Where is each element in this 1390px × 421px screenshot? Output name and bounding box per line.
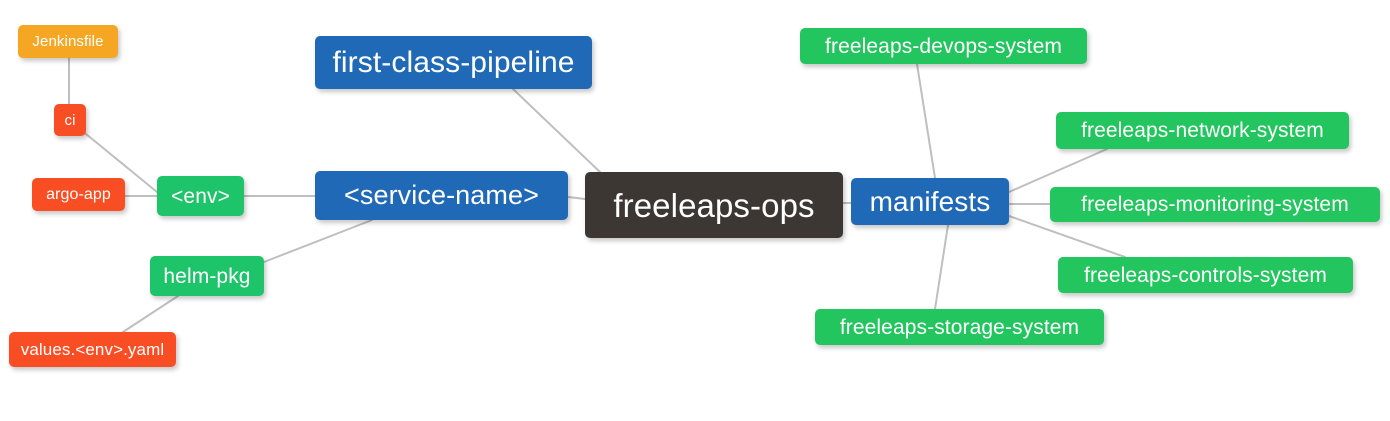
node-label-manifests: manifests bbox=[869, 185, 991, 217]
node-label-env: <env> bbox=[171, 184, 230, 208]
node-label-ci: ci bbox=[64, 111, 76, 129]
node-label-service-name: <service-name> bbox=[344, 180, 539, 210]
node-service-name[interactable]: <service-name> bbox=[315, 171, 568, 220]
node-label-freeleaps-ops: freeleaps-ops bbox=[613, 186, 815, 224]
node-label-freeleaps-storage-system: freeleaps-storage-system bbox=[839, 315, 1080, 339]
node-manifests[interactable]: manifests bbox=[851, 178, 1009, 225]
node-freeleaps-monitoring-system[interactable]: freeleaps-monitoring-system bbox=[1050, 187, 1380, 222]
node-helm-pkg[interactable]: helm-pkg bbox=[150, 256, 264, 296]
edge-manifests-to-freeleaps-controls-system bbox=[1008, 215, 1126, 258]
node-label-argo-app: argo-app bbox=[46, 185, 111, 203]
node-ci[interactable]: ci bbox=[54, 104, 86, 136]
node-freeleaps-ops[interactable]: freeleaps-ops bbox=[585, 172, 843, 238]
node-values-yaml[interactable]: values.<env>.yaml bbox=[9, 332, 176, 367]
node-freeleaps-storage-system[interactable]: freeleaps-storage-system bbox=[815, 309, 1104, 345]
node-freeleaps-network-system[interactable]: freeleaps-network-system bbox=[1056, 112, 1349, 149]
node-label-values-yaml: values.<env>.yaml bbox=[20, 340, 165, 359]
node-label-freeleaps-controls-system: freeleaps-controls-system bbox=[1084, 263, 1327, 287]
node-label-freeleaps-devops-system: freeleaps-devops-system bbox=[825, 34, 1062, 58]
node-freeleaps-controls-system[interactable]: freeleaps-controls-system bbox=[1058, 257, 1353, 293]
edge-service-name-to-helm-pkg bbox=[263, 219, 373, 263]
node-label-first-class-pipeline: first-class-pipeline bbox=[332, 45, 575, 79]
node-label-freeleaps-monitoring-system: freeleaps-monitoring-system bbox=[1081, 193, 1349, 216]
node-jenkinsfile[interactable]: Jenkinsfile bbox=[18, 25, 118, 58]
node-freeleaps-devops-system[interactable]: freeleaps-devops-system bbox=[800, 28, 1087, 64]
edge-manifests-to-freeleaps-storage-system bbox=[934, 224, 949, 310]
edge-manifests-to-freeleaps-devops-system bbox=[916, 63, 936, 179]
node-env[interactable]: <env> bbox=[157, 176, 244, 216]
node-argo-app[interactable]: argo-app bbox=[32, 178, 125, 211]
edge-freeleaps-ops-to-first-class-pipeline bbox=[512, 88, 601, 173]
edge-manifests-to-freeleaps-network-system bbox=[1008, 148, 1108, 193]
edge-freeleaps-ops-to-service-name bbox=[567, 196, 586, 200]
node-label-jenkinsfile: Jenkinsfile bbox=[32, 33, 104, 50]
node-label-helm-pkg: helm-pkg bbox=[163, 264, 251, 288]
node-first-class-pipeline[interactable]: first-class-pipeline bbox=[315, 36, 592, 89]
edge-helm-pkg-to-values-yaml bbox=[122, 295, 179, 333]
node-label-freeleaps-network-system: freeleaps-network-system bbox=[1081, 119, 1324, 142]
